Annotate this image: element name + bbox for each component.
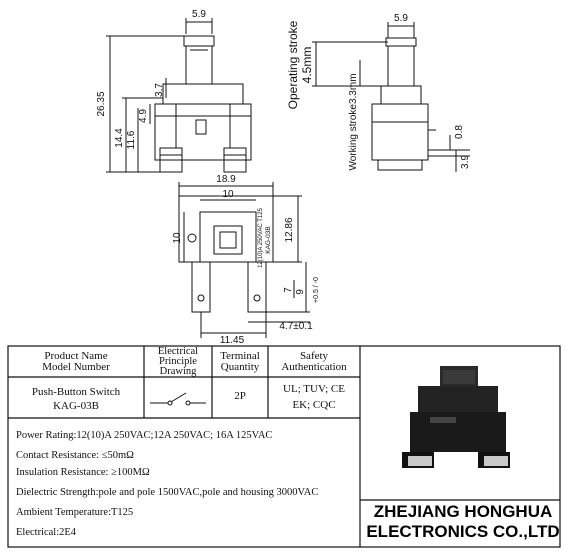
header-product: Product Name Model Number <box>42 350 110 373</box>
front-mid-height-label: 11.6 <box>126 130 137 149</box>
product-photo <box>402 366 510 468</box>
working-stroke-label: Working stroke3.3mm <box>348 73 359 170</box>
operating-stroke-label: Operating stroke <box>286 20 300 109</box>
bottom-height-label: 12.86 <box>284 217 295 242</box>
pin-spacing-label: 11.45 <box>220 335 245 346</box>
header-safety: Safety Authentication <box>281 350 347 373</box>
bottom-inner-height-label: 10 <box>172 232 183 244</box>
spec-dielectric-strength: Dielectric Strength:pole and pole 1500VA… <box>16 487 319 498</box>
header-terminal: Terminal Quantity <box>220 350 260 373</box>
safety-certs-2: EK; CQC <box>292 399 336 411</box>
front-width-label: 5.9 <box>192 9 206 20</box>
company-name: ZHEJIANG HONGHUA ELECTRONICS CO.,LTD <box>363 502 563 552</box>
company-line-2: ELECTRONICS CO.,LTD <box>366 522 560 541</box>
spec-electrical-life: Electrical:2E4 <box>16 527 77 538</box>
operating-stroke-value: 4.5mm <box>300 47 314 84</box>
spec-power-rating: Power Rating:12(10)A 250VAC;12A 250VAC; … <box>16 430 273 441</box>
pin-width-label: 4.7±0.1 <box>279 321 313 332</box>
company-line-1: ZHEJIANG HONGHUA <box>373 502 553 521</box>
bottom-inner-width-label: 10 <box>222 189 234 200</box>
spec-insulation-resistance: Insulation Resistance: ≥100MΩ <box>16 467 150 478</box>
switch-symbol <box>150 392 206 406</box>
side-view <box>312 22 470 172</box>
header-electrical: Electrical Principle Drawing <box>157 346 199 377</box>
marking-rating: 12(10)A 250VAC T125 <box>258 207 264 267</box>
product-model: Push-Button Switch KAG-03B <box>31 386 121 412</box>
bottom-view <box>178 182 310 338</box>
spec-contact-resistance: Contact Resistance: ≤50mΩ <box>16 450 134 461</box>
front-view <box>106 18 252 173</box>
pin-height-label: 3.9 <box>460 155 471 169</box>
front-cap-height-label: 3.7 <box>154 83 165 97</box>
dim-7-label: 7 <box>283 287 294 293</box>
safety-certs-1: UL; TUV; CE <box>283 383 345 395</box>
dim-tolerance-label: +0.5 / -0 <box>313 277 320 303</box>
dim-9-label: 9 <box>295 289 306 295</box>
front-body-height-label: 14.4 <box>114 128 125 148</box>
marking-model: KAG-03B <box>265 226 272 253</box>
front-total-height-label: 26.35 <box>96 91 107 116</box>
bottom-width-label: 18.9 <box>216 174 236 185</box>
terminal-quantity: 2P <box>234 390 246 402</box>
side-width-label: 5.9 <box>394 13 408 24</box>
pin-thickness-label: 0.8 <box>454 125 465 139</box>
spec-ambient-temperature: Ambient Temperature:T125 <box>16 507 134 518</box>
table-grid <box>7 345 561 548</box>
front-small-height-label: 4.9 <box>138 109 149 123</box>
